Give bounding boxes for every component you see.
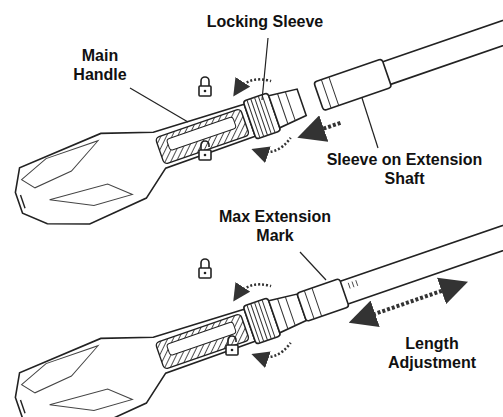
part-label: Max Extension Mark [205,207,345,245]
part-label: Main Handle [60,46,140,84]
handle-assembly [6,184,503,417]
handle-assembly [6,0,503,243]
part-label: Sleeve on Extension Shaft [322,150,487,188]
part-label: Length Adjustment [372,334,492,372]
part-label: Locking Sleeve [190,12,340,31]
